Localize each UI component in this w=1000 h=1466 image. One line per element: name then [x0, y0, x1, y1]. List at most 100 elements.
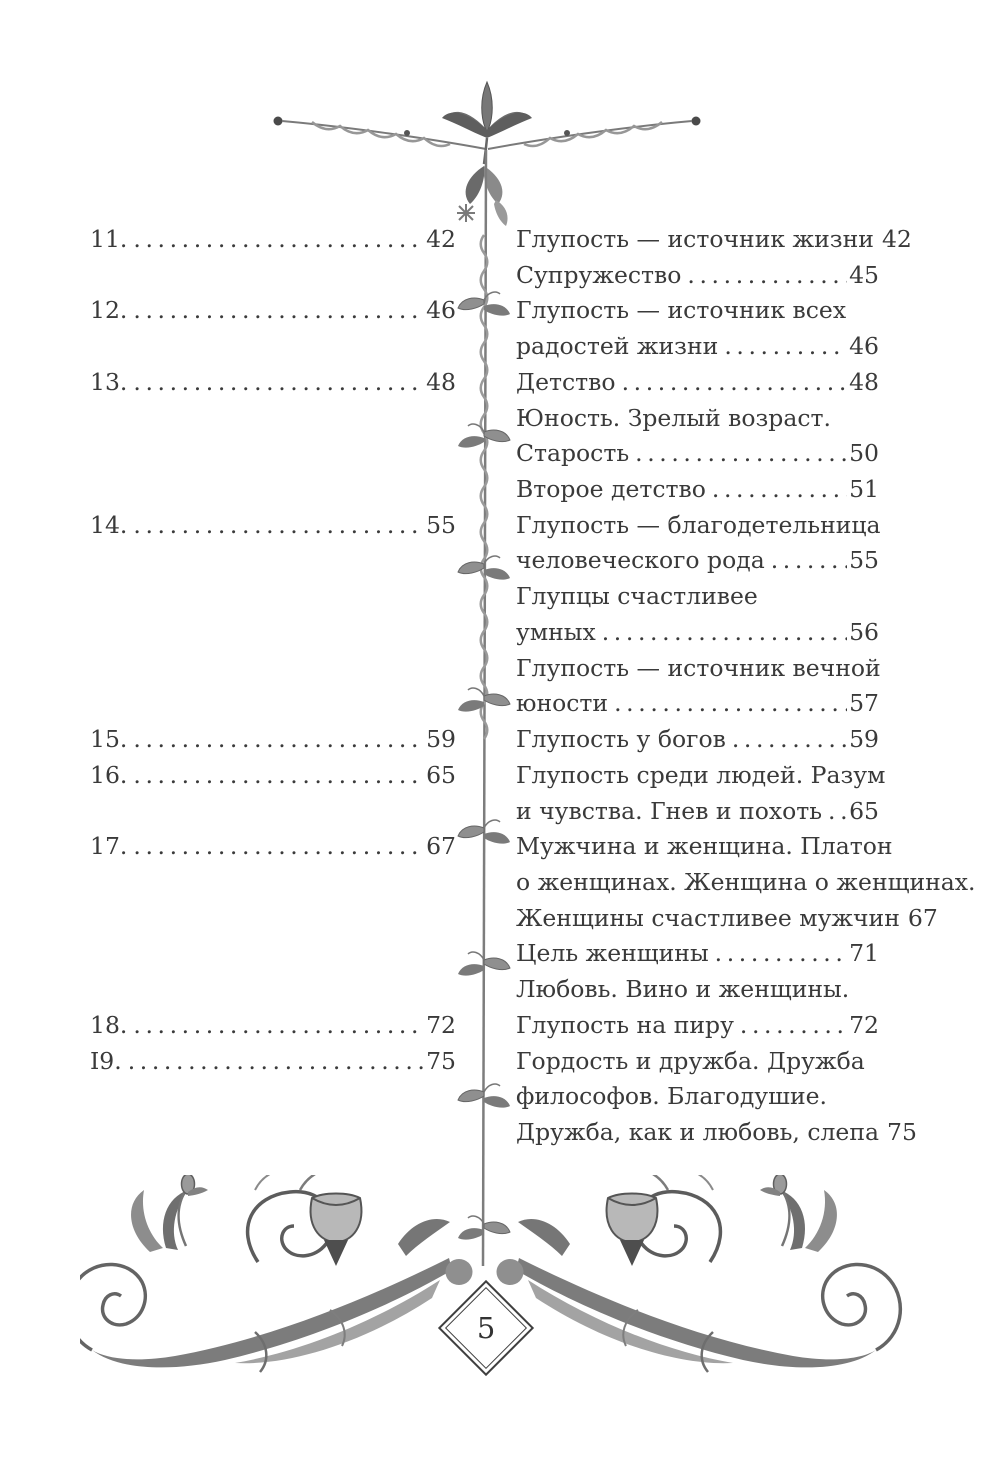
page-ref: 75 — [426, 1046, 456, 1075]
toc-right-line: Глупость — источник вечной — [516, 651, 881, 687]
chapter-number: 13. — [90, 367, 128, 396]
chapter-number: I9. — [90, 1046, 122, 1075]
toc-right-line: Детство.................................… — [516, 365, 879, 401]
page-ref: 72 — [849, 1010, 879, 1039]
page-ref: 46 — [849, 332, 879, 361]
toc-entry-text: умных — [516, 617, 596, 646]
page-ref: 67 — [907, 903, 938, 932]
toc-right-line: Глупость — источник жизни...............… — [516, 222, 912, 258]
toc-right-line: Любовь. Вино и женщины. — [516, 972, 879, 1008]
dot-leader: ........................................… — [133, 225, 424, 253]
toc-entry-text: и чувства. Гнев и похоть — [516, 796, 823, 825]
toc-entry-text: Мужчина и женщина. Платон — [516, 832, 893, 861]
chapter-number: 15. — [90, 725, 128, 754]
page-ref: 46 — [426, 296, 456, 325]
toc-right-line: человеческого рода......................… — [516, 543, 879, 579]
right-dot-circle — [496, 1259, 524, 1285]
dot-leader: ........................................… — [133, 296, 424, 325]
dot-leader: ........................................… — [133, 367, 424, 396]
toc-right-line: Глупость среди людей. Разум — [516, 758, 885, 794]
dot-leader: ........................................… — [731, 725, 847, 754]
toc-right-line: радостей жизни..........................… — [516, 329, 879, 365]
page-ref: 65 — [426, 760, 456, 789]
toc-left-entry: 13......................................… — [90, 365, 456, 401]
toc-left-entry: I9......................................… — [90, 1044, 456, 1080]
toc-right-line: Глупцы счастливее — [516, 579, 879, 615]
toc-left-entry: 12......................................… — [90, 293, 456, 329]
toc-entry-text: Глупцы счастливее — [516, 582, 758, 611]
toc-right-line: юности..................................… — [516, 686, 879, 722]
dot-leader: ........................................… — [711, 475, 847, 504]
top-garland-ornament — [272, 80, 702, 226]
toc-entry-text: Глупость у богов — [516, 725, 726, 754]
page-ref: 42 — [426, 225, 456, 253]
toc-right-line: Второе детство..........................… — [516, 472, 879, 508]
page-ref: 56 — [849, 617, 879, 646]
chapter-number: 11. — [90, 225, 128, 253]
toc-right-line: Глупость у богов........................… — [516, 722, 879, 758]
toc-entry-text: Дружба, как и любовь, слепа — [516, 1117, 879, 1146]
toc-entry-text: Цель женщины — [516, 939, 709, 968]
page-ref: 55 — [426, 510, 456, 539]
page-ref: 72 — [426, 1010, 456, 1039]
dot-leader: ........................................… — [828, 796, 847, 825]
page-ref: 71 — [849, 939, 879, 968]
dot-leader: ........................................… — [133, 832, 424, 861]
page-number-diamond: 5 — [437, 1279, 535, 1377]
toc-right-line: умных...................................… — [516, 615, 879, 651]
toc-left-entry: 11......................................… — [90, 222, 456, 258]
chapter-number: 16. — [90, 760, 128, 789]
toc-left-entry: 14......................................… — [90, 508, 456, 544]
chapter-number: 17. — [90, 832, 128, 861]
dot-leader: ........................................… — [133, 1010, 424, 1039]
toc-right-line: философов. Благодушие. — [516, 1079, 879, 1115]
toc-entry-text: о женщинах. Женщина о женщинах. — [516, 867, 976, 896]
toc-right-line: Супружество.............................… — [516, 258, 879, 294]
page-ref: 48 — [426, 367, 456, 396]
dot-leader: ........................................… — [133, 760, 424, 789]
toc-left-entry: 17......................................… — [90, 829, 456, 865]
chapter-number: 12. — [90, 296, 128, 325]
toc-right-line: Глупость — благодетельница — [516, 508, 881, 544]
toc-entry-text: Юность. Зрелый возраст. — [516, 403, 831, 432]
dot-leader: ........................................… — [635, 439, 847, 468]
toc-entry-text: Супружество — [516, 260, 682, 289]
toc-entry-text: Любовь. Вино и женщины. — [516, 975, 850, 1004]
dot-leader: ........................................… — [621, 367, 848, 396]
chapter-number: 18. — [90, 1010, 128, 1039]
dot-leader: ........................................… — [724, 332, 847, 361]
toc-right-line: Глупость — источник всех — [516, 293, 879, 329]
page-ref: 55 — [849, 546, 879, 575]
toc-right-line: Цель женщины............................… — [516, 936, 879, 972]
dot-leader: ........................................… — [614, 689, 847, 718]
toc-entry-text: Глупость среди людей. Разум — [516, 760, 886, 789]
toc-right-line: Глупость на пиру........................… — [516, 1008, 879, 1044]
toc-right-column: Глупость — источник жизни...............… — [516, 222, 976, 1151]
page-ref: 59 — [849, 725, 879, 754]
dot-leader: ........................................… — [127, 1046, 424, 1075]
toc-entry-text: Глупость — благодетельница — [516, 510, 881, 539]
toc-entry-text: Глупость — источник всех — [516, 296, 847, 325]
toc-right-line: Мужчина и женщина. Платон — [516, 829, 893, 865]
dot-leader: ........................................… — [133, 510, 424, 539]
toc-entry-text: радостей жизни — [516, 332, 719, 361]
dot-leader: ........................................… — [714, 939, 848, 968]
page-ref: 67 — [426, 832, 456, 861]
page-number: 5 — [476, 1310, 496, 1345]
dot-leader: ........................................… — [687, 260, 847, 289]
toc-right-line: о женщинах. Женщина о женщинах. — [516, 865, 976, 901]
dot-leader: ........................................… — [601, 617, 847, 646]
toc-left-entry: 18......................................… — [90, 1008, 456, 1044]
page-ref: 45 — [849, 260, 879, 289]
toc-entry-text: Глупость на пиру — [516, 1010, 734, 1039]
toc-right-line: и чувства. Гнев и похоть................… — [516, 794, 879, 830]
toc-entry-text: Женщины счастливее мужчин — [516, 903, 900, 932]
dot-leader: ........................................… — [739, 1010, 847, 1039]
toc-right-line: Гордость и дружба. Дружба — [516, 1044, 879, 1080]
left-dot-circle — [445, 1259, 473, 1285]
toc-entry-text: человеческого рода — [516, 546, 765, 575]
star-glyph — [457, 204, 475, 222]
toc-right-line: Юность. Зрелый возраст. — [516, 401, 879, 437]
dot-leader: ........................................… — [770, 546, 847, 575]
